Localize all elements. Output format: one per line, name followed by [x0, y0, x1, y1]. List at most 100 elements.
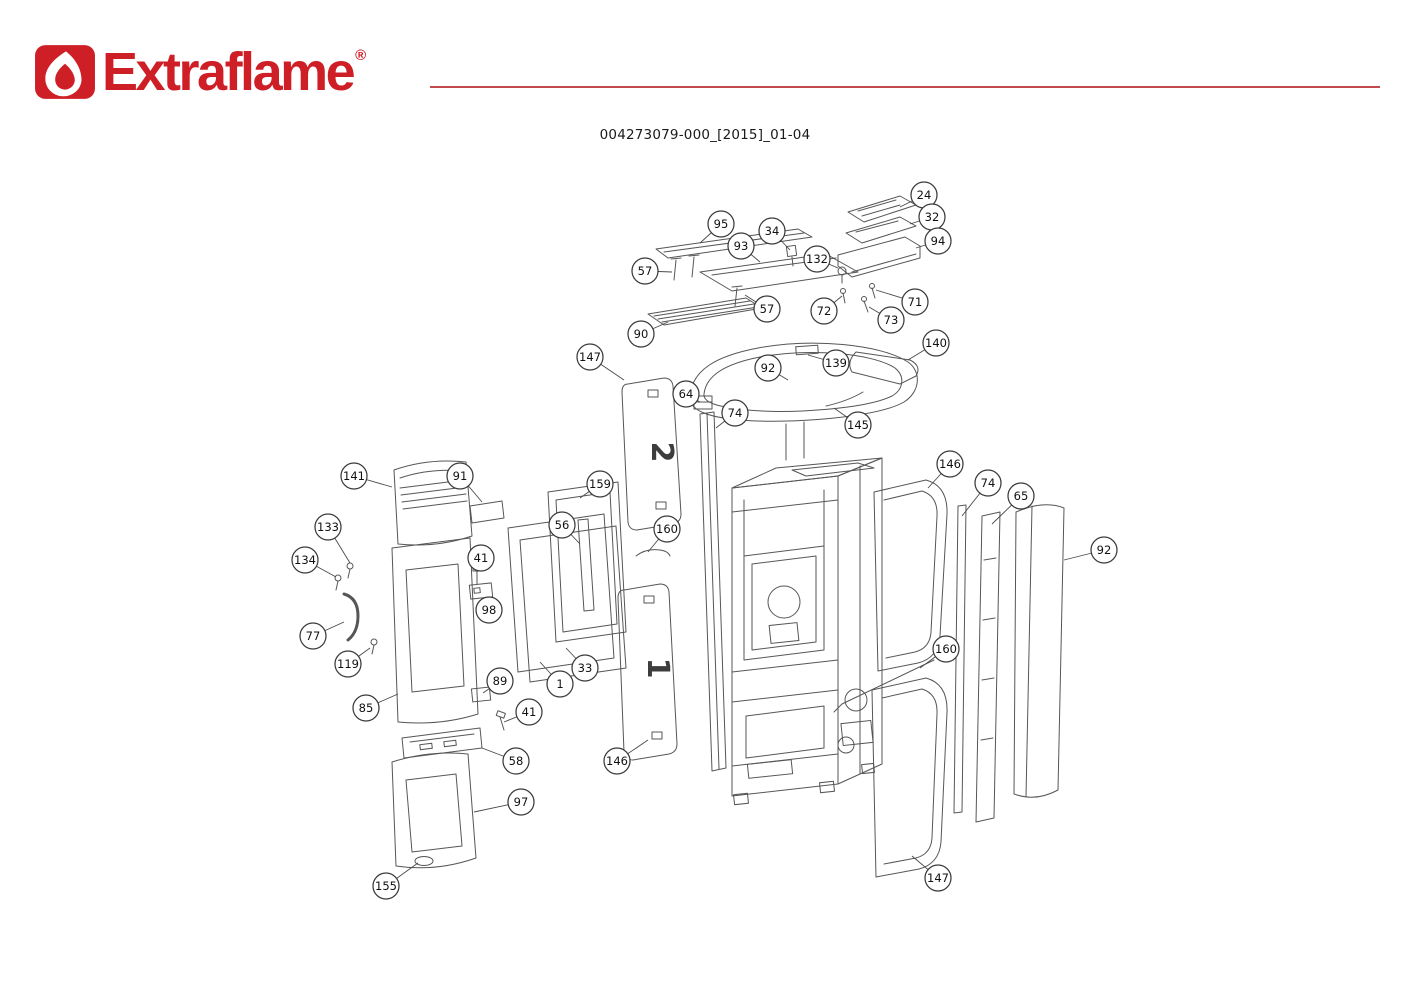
- callout-balloon-64: [672, 380, 700, 408]
- header-rule: [430, 86, 1380, 88]
- part-57-pins: [670, 254, 743, 307]
- callout-balloon-147: [924, 864, 952, 892]
- callout-balloon-160: [932, 635, 960, 663]
- registered-trademark-symbol: ®: [355, 47, 367, 64]
- callout-balloon-34: [758, 217, 786, 245]
- document-code: 004273079-000_[2015]_01-04: [599, 127, 811, 143]
- callout-balloon-65: [1007, 482, 1035, 510]
- callout-balloon-58: [502, 747, 530, 775]
- part-159-glass-pane: [547, 481, 627, 643]
- callout-balloon-160: [653, 515, 681, 543]
- callout-number: 94: [931, 234, 946, 248]
- callout-number: 147: [927, 871, 949, 885]
- callout-balloon-97: [507, 788, 535, 816]
- callout-balloon-74: [721, 399, 749, 427]
- callout-balloon-92: [1090, 536, 1118, 564]
- part-139-latch: [795, 344, 819, 356]
- callout-number: 119: [337, 657, 359, 671]
- part-56-glass-strip: [577, 518, 595, 612]
- part-74-trim-strip-right: [953, 504, 967, 814]
- part-146-right-panel-upper: [873, 479, 948, 672]
- callout-balloon-98: [475, 596, 503, 624]
- callout-number: 64: [679, 387, 694, 401]
- callout-number: 98: [482, 603, 497, 617]
- callout-balloon-139: [822, 349, 850, 377]
- callout-balloon-89: [486, 667, 514, 695]
- callout-number: 41: [522, 705, 537, 719]
- callout-number: 146: [606, 754, 628, 768]
- callout-balloon-155: [372, 872, 400, 900]
- callout-number: 65: [1014, 489, 1029, 503]
- callout-balloon-141: [340, 462, 368, 490]
- callout-number: 1: [556, 677, 563, 691]
- callout-number: 57: [638, 264, 653, 278]
- part-133-134-screws: [334, 562, 354, 591]
- callout-number: 134: [294, 553, 316, 567]
- flue-pipe: [785, 421, 805, 461]
- part-85-door-frame: [391, 537, 479, 724]
- callout-number: 32: [925, 210, 940, 224]
- callout-balloon-41: [467, 544, 495, 572]
- part-98-bracket: [468, 582, 494, 600]
- callout-number: 85: [359, 701, 374, 715]
- callout-balloon-85: [352, 694, 380, 722]
- callout-balloon-57: [631, 257, 659, 285]
- callout-balloon-57: [753, 295, 781, 323]
- callout-number: 34: [765, 224, 780, 238]
- callout-number: 41: [474, 551, 489, 565]
- callout-number: 160: [935, 642, 957, 656]
- part-90-top-grille: [647, 297, 763, 326]
- callout-balloon-92: [754, 354, 782, 382]
- part-97-inner-door: [391, 752, 477, 869]
- callout-balloon-119: [334, 650, 362, 678]
- callout-balloon-41: [515, 698, 543, 726]
- part-1-door-glass: [519, 525, 627, 683]
- callout-number: 141: [343, 469, 365, 483]
- part-65-trim-strip: [975, 511, 1001, 823]
- callout-balloon-1: [546, 670, 574, 698]
- callout-number: 74: [981, 476, 996, 490]
- part-71-72-73-screws: [840, 283, 876, 313]
- part-41-screw-lower: [495, 710, 506, 731]
- callout-balloon-94: [924, 227, 952, 255]
- part-89-hinge: [470, 686, 492, 703]
- callout-number: 58: [509, 754, 524, 768]
- callout-balloon-146: [603, 747, 631, 775]
- callout-balloon-93: [727, 232, 755, 260]
- part-94-top-bracket: [837, 236, 921, 278]
- callout-balloon-140: [922, 329, 950, 357]
- callout-number: 33: [578, 661, 593, 675]
- callout-number: 95: [714, 217, 729, 231]
- callout-balloon-145: [844, 411, 872, 439]
- callout-balloon-77: [299, 622, 327, 650]
- callout-number: 73: [884, 313, 899, 327]
- part-24-top-lid: [847, 195, 917, 223]
- stove-body-chassis: [731, 457, 883, 806]
- part-77-door-handle: [342, 592, 360, 642]
- callout-number: 139: [825, 356, 847, 370]
- part-91-bracket: [469, 500, 505, 524]
- callout-number: 133: [317, 520, 339, 534]
- callout-number: 146: [939, 457, 961, 471]
- callout-balloon-147: [576, 343, 604, 371]
- callout-balloon-33: [571, 654, 599, 682]
- callout-number: 72: [817, 304, 832, 318]
- brand-wordmark: Extraflame: [102, 42, 356, 102]
- panel-marking-1: 1: [640, 658, 675, 679]
- callout-number: 57: [760, 302, 775, 316]
- part-147-right-panel-lower: [871, 677, 948, 878]
- callout-balloon-133: [314, 513, 342, 541]
- callout-number: 91: [453, 469, 468, 483]
- callout-balloon-91: [446, 462, 474, 490]
- callout-number: 132: [806, 252, 828, 266]
- callout-number: 56: [555, 518, 570, 532]
- panel-marking-2: 2: [644, 442, 679, 463]
- part-34-sensor: [785, 244, 798, 267]
- part-145-collar-trim: [825, 391, 864, 407]
- callout-balloon-74: [974, 469, 1002, 497]
- callout-number: 155: [375, 879, 397, 893]
- callout-balloon-134: [291, 546, 319, 574]
- callout-balloon-72: [810, 297, 838, 325]
